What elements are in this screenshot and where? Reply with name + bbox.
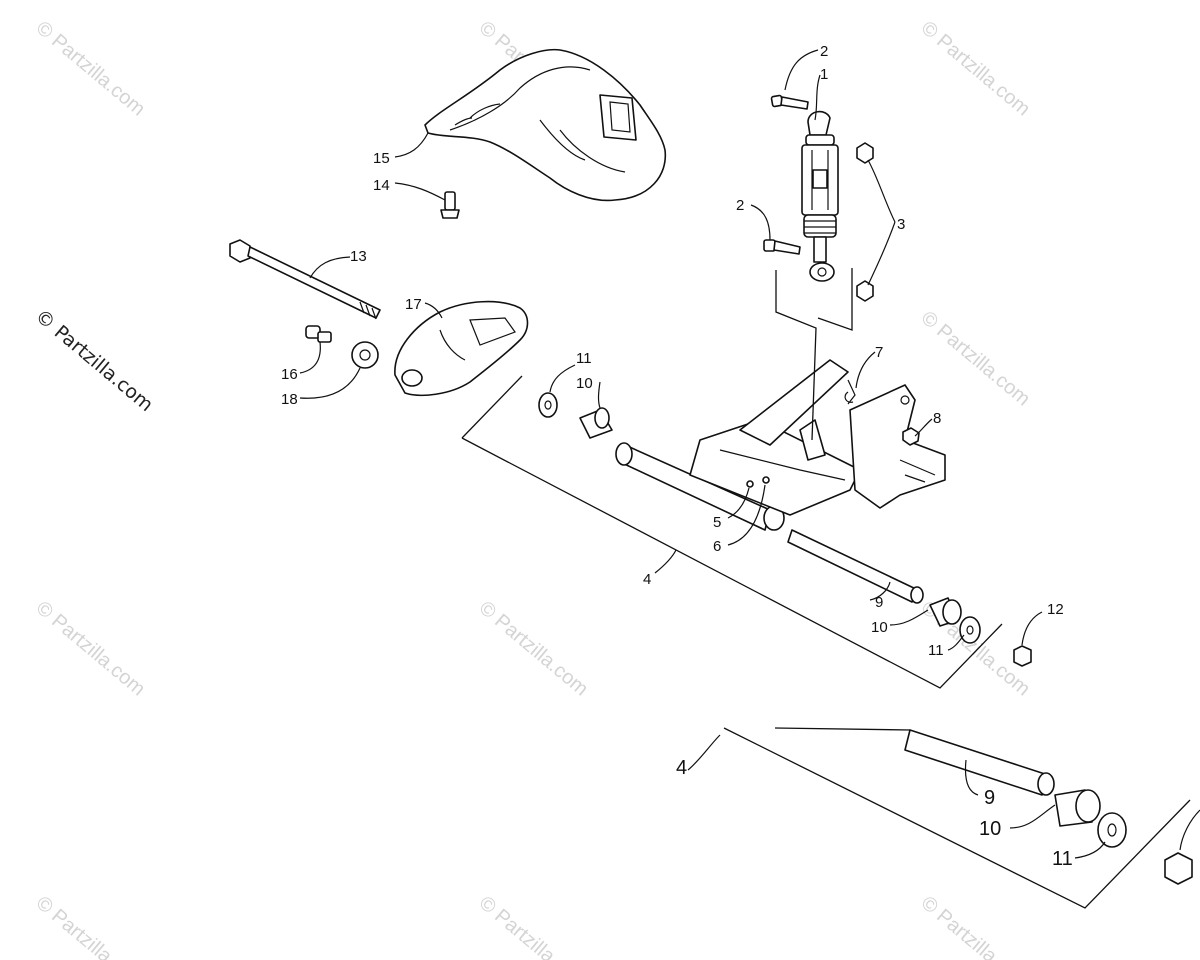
part-10-bushing-right — [929, 597, 962, 627]
detail-bushing — [1054, 789, 1101, 827]
watermark-side: © Partzilla.com — [31, 305, 157, 416]
part-9-shaft — [787, 529, 924, 604]
watermark-tile: © Partzilla.com — [917, 307, 1034, 410]
callout-16: 16 — [281, 366, 298, 383]
callout-11: 11 — [928, 642, 944, 659]
part-18-washer — [351, 341, 379, 369]
callout-2: 2 — [736, 197, 744, 214]
detail-shaft — [904, 729, 1055, 796]
part-10-bushing-left — [579, 407, 613, 439]
detail-nut — [1164, 852, 1193, 885]
callout-11: 11 — [576, 350, 592, 367]
part-3-nut-upper — [856, 142, 874, 164]
part-2-bolt-upper — [770, 94, 809, 110]
callout-1: 1 — [820, 66, 828, 83]
part-17-bracket — [394, 300, 529, 397]
part-14-bolt — [440, 191, 460, 219]
watermark-tile: © Partzilla.com — [32, 892, 149, 960]
callout-5: 5 — [713, 514, 721, 531]
callout-9: 9 — [984, 787, 995, 809]
part-2-bolt-lower — [763, 239, 801, 255]
callout-17: 17 — [405, 296, 422, 313]
callout-13: 13 — [350, 248, 367, 265]
callout-15: 15 — [373, 150, 390, 167]
callout-labels: 1 2 2 3 7 8 5 6 4 9 10 11 12 11 10 13 17… — [281, 43, 1073, 870]
part-12-nut — [1013, 645, 1032, 667]
part-3-nut-lower — [856, 280, 874, 302]
assembly-frame-lines — [461, 268, 1191, 909]
watermark-tile: © Partzilla.com — [475, 892, 592, 960]
detail-washer — [1097, 812, 1127, 848]
callout-18: 18 — [281, 391, 298, 408]
leader-lines — [299, 49, 1200, 859]
part-4-swing-arm — [615, 359, 946, 531]
callout-7: 7 — [875, 344, 883, 361]
callout-6: 6 — [713, 538, 721, 555]
part-7-clip — [844, 391, 854, 403]
callout-9: 9 — [875, 594, 883, 611]
callout-10: 10 — [871, 619, 888, 636]
watermark-tile: © Partzilla.com — [475, 597, 592, 700]
callout-12: 12 — [1047, 601, 1064, 618]
watermark-tile: © Partzilla.com — [32, 17, 149, 120]
callout-4: 4 — [676, 757, 687, 779]
watermark-tile: © Partzilla.com — [32, 597, 149, 700]
watermark-tile: © Partzilla.com — [917, 892, 1034, 960]
watermark-tile: © Partzilla.com — [917, 17, 1034, 120]
callout-11: 11 — [1052, 848, 1073, 870]
part-1-shock-absorber — [801, 110, 839, 282]
part-11-washer-right — [959, 616, 981, 644]
callout-14: 14 — [373, 177, 390, 194]
part-16-bolt — [305, 325, 332, 343]
callout-8: 8 — [933, 410, 941, 427]
part-8-bolt — [902, 427, 920, 446]
part-15-guard — [424, 48, 667, 202]
callout-10: 10 — [979, 818, 1001, 840]
part-13-long-bolt — [229, 239, 381, 320]
part-11-washer-left — [538, 392, 558, 418]
part-5-6-grease-fittings — [746, 476, 770, 488]
callout-4: 4 — [643, 571, 651, 588]
callout-10: 10 — [576, 375, 593, 392]
callout-3: 3 — [897, 216, 905, 233]
callout-2: 2 — [820, 43, 828, 60]
